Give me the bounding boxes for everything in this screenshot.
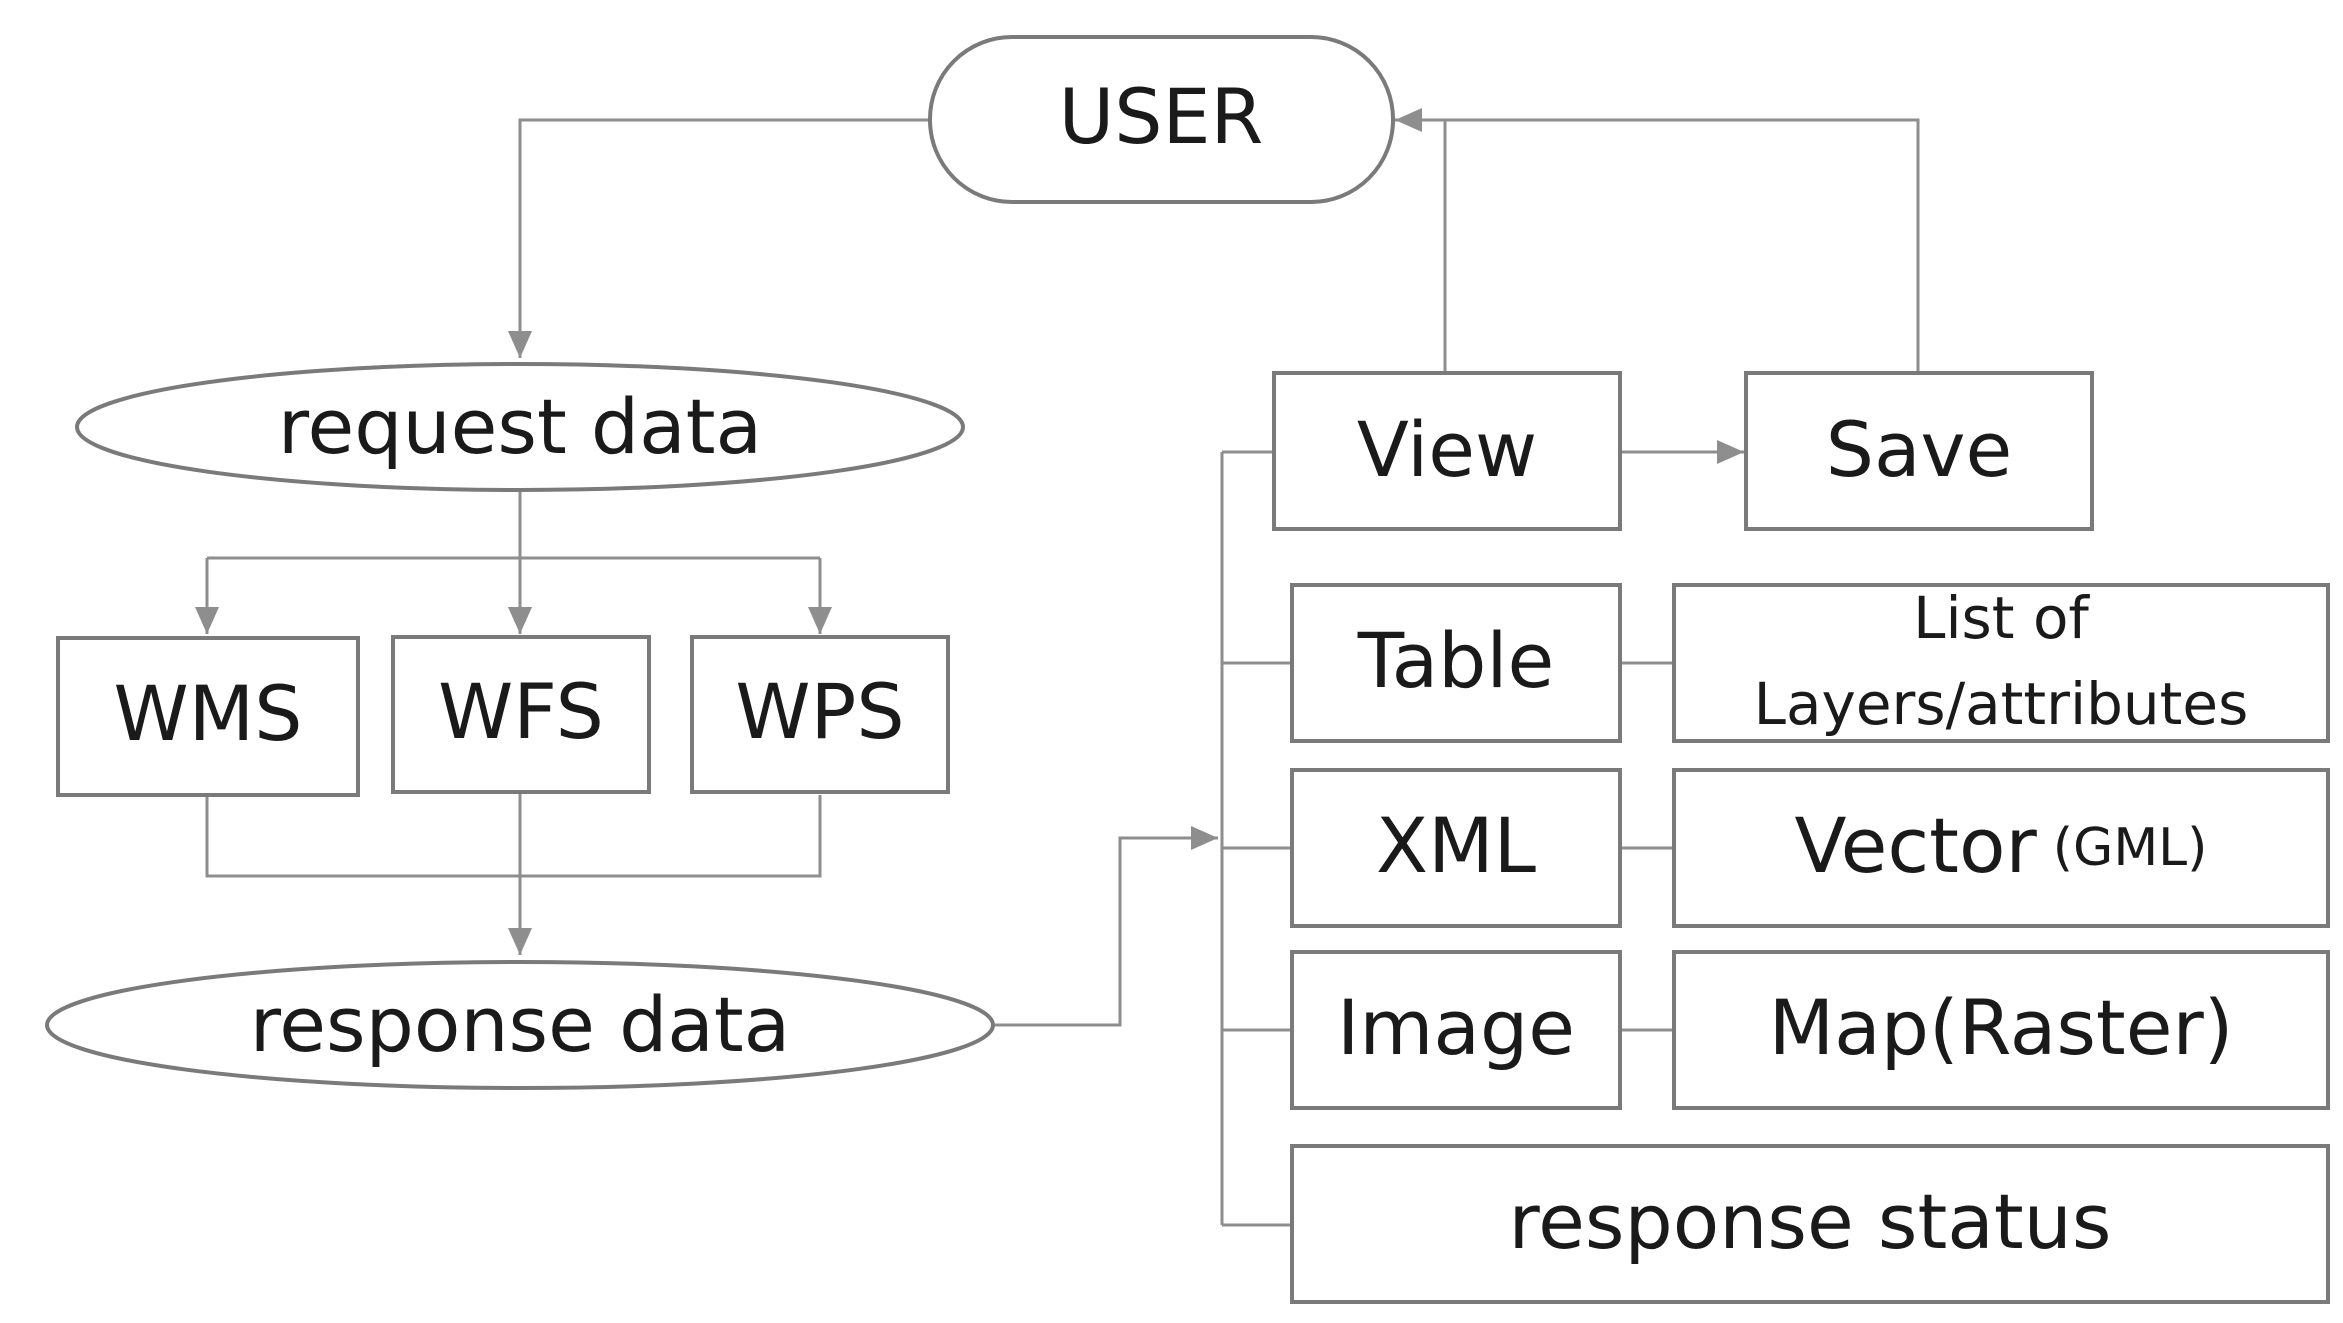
view-label: View (1357, 405, 1537, 494)
save-node: Save (1744, 371, 2094, 531)
services-merge-connector (205, 795, 822, 878)
map-raster-label: Map(Raster) (1769, 983, 2234, 1072)
save-to-user-connector (1395, 108, 1920, 373)
response-status-node: response status (1290, 1144, 2330, 1304)
wps-node: WPS (690, 635, 950, 794)
request-data-node: request data (75, 362, 965, 492)
user-label: USER (1059, 72, 1264, 161)
image-node: Image (1290, 950, 1622, 1110)
table-label: Table (1357, 616, 1555, 705)
map-raster-node: Map(Raster) (1672, 950, 2330, 1110)
wms-label: WMS (114, 669, 303, 758)
layers-list-label-line2: Layers/attributes (1754, 670, 2249, 738)
xml-node: XML (1290, 768, 1622, 928)
vector-label: Vector (1795, 801, 2038, 890)
xml-label: XML (1376, 801, 1536, 890)
save-label: Save (1826, 405, 2013, 494)
connectors (195, 108, 1920, 1227)
response-data-label: response data (250, 980, 791, 1069)
request-data-label: request data (278, 382, 762, 471)
vector-label-group: Vector(GML) (1795, 801, 2208, 890)
response-data-node: response data (45, 960, 995, 1090)
layers-list-node: List of Layers/attributes (1672, 583, 2330, 743)
wps-label: WPS (735, 667, 904, 756)
vector-node: Vector(GML) (1672, 768, 2330, 928)
layers-list-label-line1: List of (1913, 584, 2090, 652)
vector-note-label: (GML) (2053, 818, 2208, 878)
wms-node: WMS (56, 636, 360, 797)
user-node: USER (928, 35, 1395, 204)
wfs-label: WFS (438, 667, 604, 756)
response-to-outputs-connector (995, 826, 1218, 1027)
table-node: Table (1290, 583, 1622, 743)
user-to-request-connector (508, 118, 930, 358)
view-node: View (1272, 371, 1622, 531)
wfs-node: WFS (391, 635, 651, 794)
image-label: Image (1337, 983, 1575, 1072)
response-status-label: response status (1509, 1177, 2112, 1266)
